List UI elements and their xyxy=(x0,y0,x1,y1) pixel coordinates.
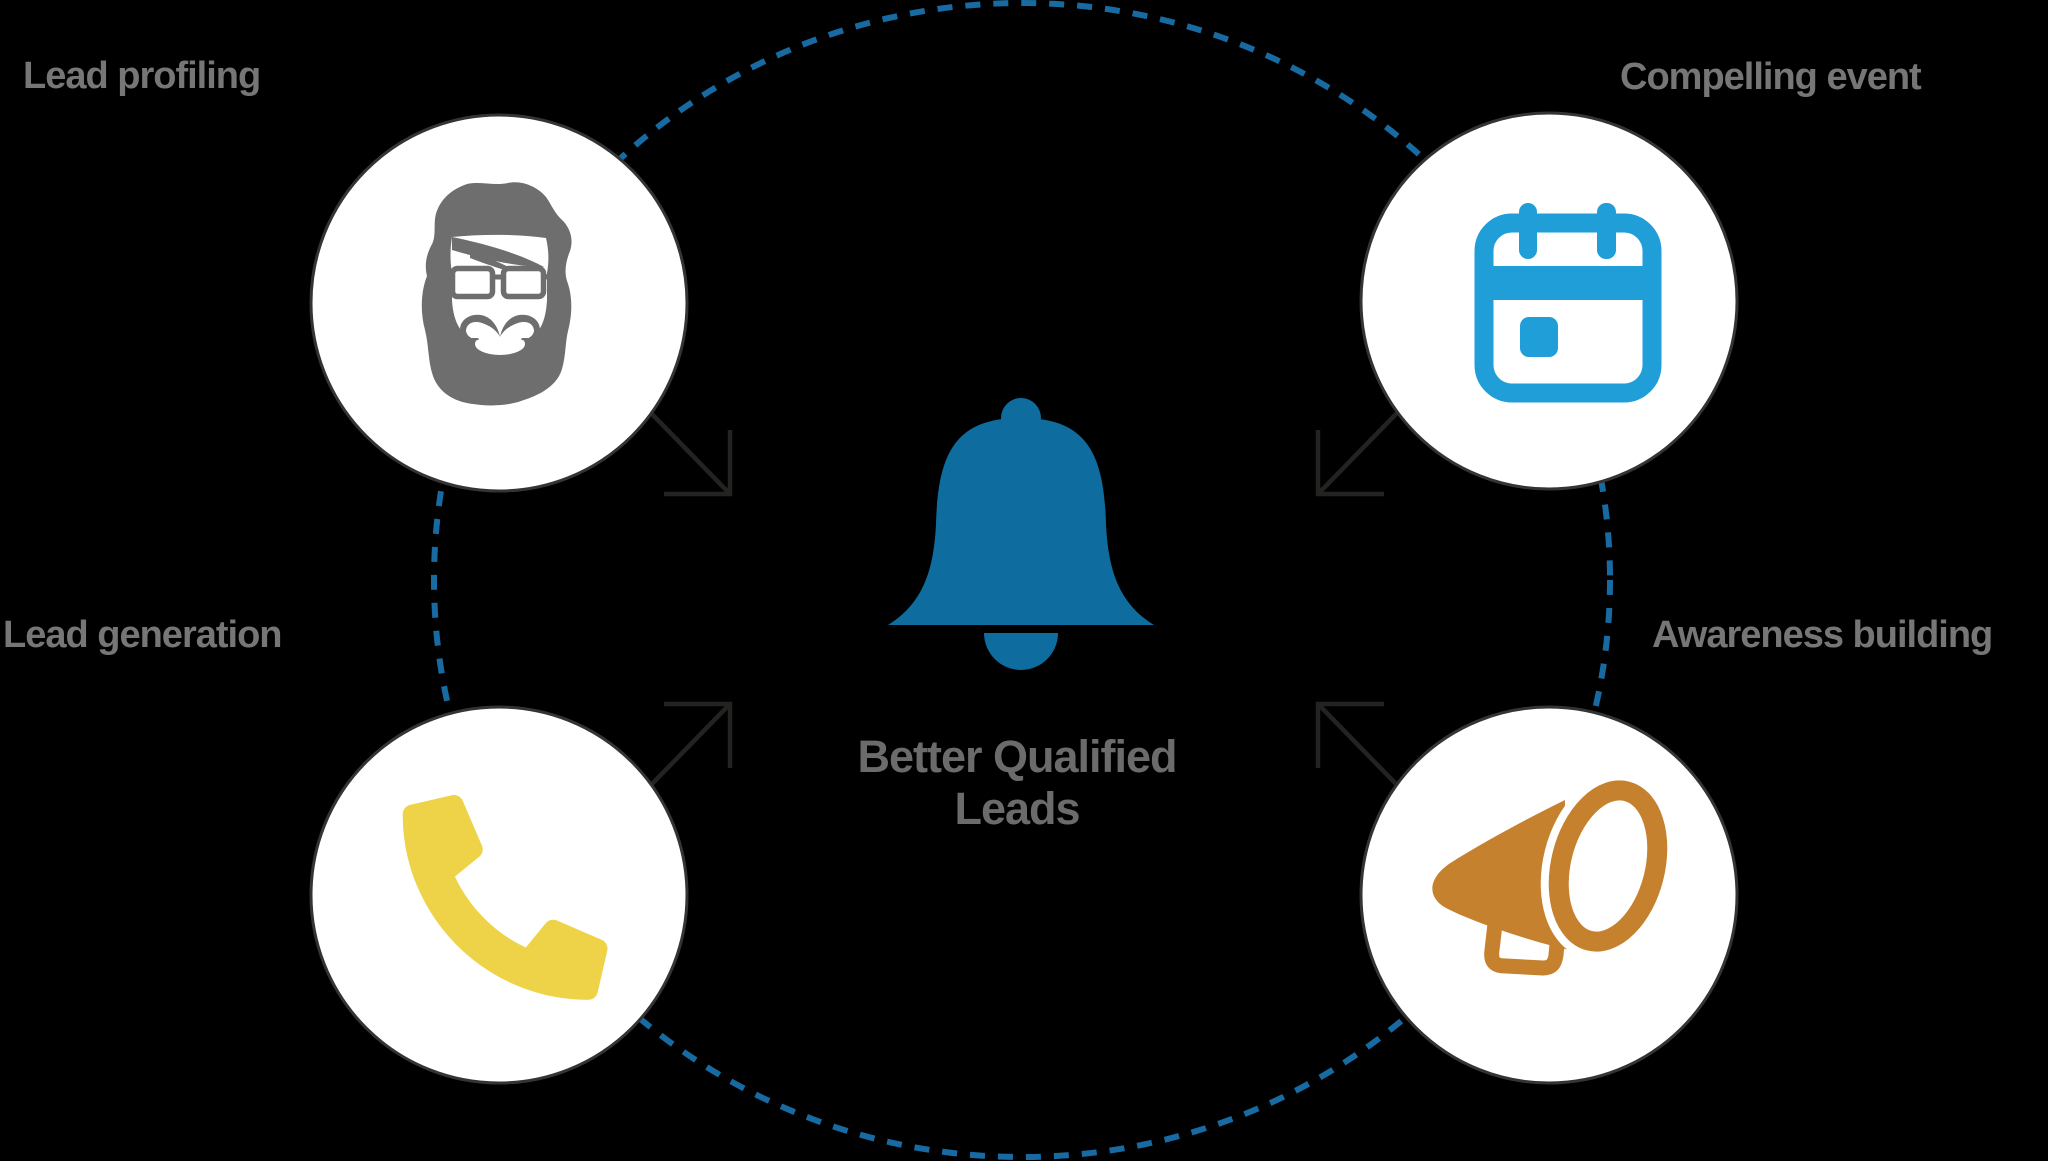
center-caption-line2: Leads xyxy=(954,783,1080,834)
center-caption-line1: Better Qualified xyxy=(857,731,1177,782)
calendar-icon xyxy=(1474,203,1662,403)
label-compelling-event: Compelling event xyxy=(1620,56,1922,98)
label-lead-profiling: Lead profiling xyxy=(23,55,261,97)
label-awareness-building: Awareness building xyxy=(1652,614,1993,656)
arrow-bottom-right xyxy=(1315,701,1401,789)
dashed-ring xyxy=(431,0,1613,1160)
megaphone-icon xyxy=(1432,772,1676,976)
center-caption: Better Qualified Leads xyxy=(767,731,1267,835)
node-circle-lead-generation xyxy=(309,705,689,1085)
node-circle-compelling-event xyxy=(1359,111,1739,491)
bell-icon xyxy=(888,398,1154,670)
hipster-face-icon xyxy=(421,182,572,406)
arrow-bottom-left xyxy=(647,701,733,789)
arrow-top-right xyxy=(1315,409,1401,497)
label-lead-generation: Lead generation xyxy=(3,614,282,656)
arrow-top-left xyxy=(647,409,733,497)
phone-icon xyxy=(402,794,608,1000)
